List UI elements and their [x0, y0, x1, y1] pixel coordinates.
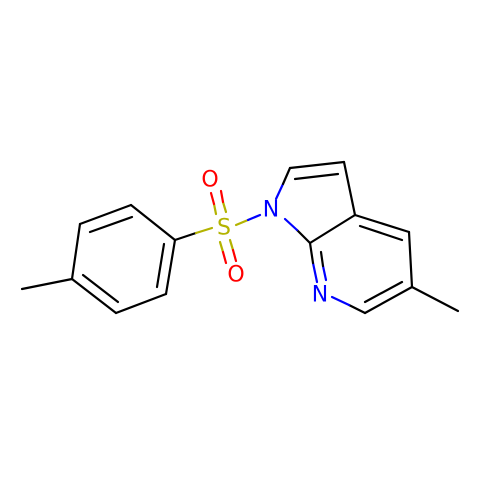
- bond-n7-c7a-blue: [311, 261, 319, 284]
- bond-s-n1-blue: [246, 213, 262, 222]
- bond-pyridine-methyl: [410, 285, 460, 313]
- bond-c3a-c4: [353, 213, 411, 234]
- atom-oxygen-bottom-label: O: [227, 263, 244, 288]
- bond-c1-s-black: [173, 231, 198, 242]
- sulfonyl-group: [173, 189, 262, 265]
- bond-s-o1-b-yellow: [221, 200, 228, 214]
- bond-c5-c6: [363, 285, 414, 315]
- bond-s-o2-a-red: [221, 250, 228, 265]
- atom-nitrogen-1-label: N: [263, 198, 279, 223]
- bond-c6-n7-black: [347, 303, 367, 315]
- bond-c2-c3-inner: [293, 172, 340, 181]
- bond-s-o1-b-red: [219, 189, 225, 204]
- bond-c5-c6: [114, 292, 168, 315]
- bond-c6-n7-blue: [330, 295, 351, 307]
- bond-s-o2-b-red: [231, 248, 238, 263]
- bond-c2-c3: [78, 203, 133, 226]
- bond-tolyl-methyl: [20, 277, 74, 291]
- bond-c2-c3: [288, 160, 346, 170]
- tolyl-ring: [20, 203, 177, 315]
- bond-c3a-c4-inner: [358, 224, 404, 242]
- bond-s-o2-b-yellow: [228, 238, 235, 252]
- bond-c1-s-yellow: [194, 226, 214, 235]
- bond-c7a-n1-black: [295, 228, 312, 245]
- bond-s-o1-a-yellow: [212, 202, 218, 216]
- bond-c2-c3-inner: [88, 215, 134, 234]
- bond-n7-c7a-inner-blue: [321, 264, 328, 282]
- bond-s-n1-yellow: [234, 218, 250, 227]
- bond-c3-c4: [70, 222, 82, 281]
- bond-c5-c6-inner: [363, 280, 404, 304]
- bond-c7a-n1-blue: [283, 217, 299, 232]
- bond-c4-c5: [407, 230, 414, 289]
- bond-c6-c1: [164, 238, 177, 296]
- bond-s-o1-a-red: [209, 191, 216, 206]
- bond-c1-c2: [129, 203, 177, 242]
- bond-c4-c5: [70, 277, 118, 315]
- bond-n1-c2-blue: [274, 182, 285, 201]
- bond-n1-c2-black: [281, 166, 292, 186]
- bond-c3-c3a: [342, 160, 357, 217]
- atom-oxygen-top-label: O: [201, 168, 218, 193]
- atom-nitrogen-7-label: N: [312, 283, 328, 308]
- bond-s-o2-a-yellow: [218, 240, 225, 254]
- bond-n7-c7a-black: [308, 241, 315, 265]
- bond-c6-c1-inner: [155, 242, 166, 289]
- bond-c3a-c7a: [308, 213, 357, 245]
- atom-sulfur-label: S: [217, 216, 231, 241]
- bond-c4-c5-inner: [81, 273, 120, 304]
- atom-labels: S O O N N: [201, 168, 328, 308]
- bond-n7-c7a-inner-black: [319, 250, 325, 268]
- azaindole-ring: [274, 160, 460, 315]
